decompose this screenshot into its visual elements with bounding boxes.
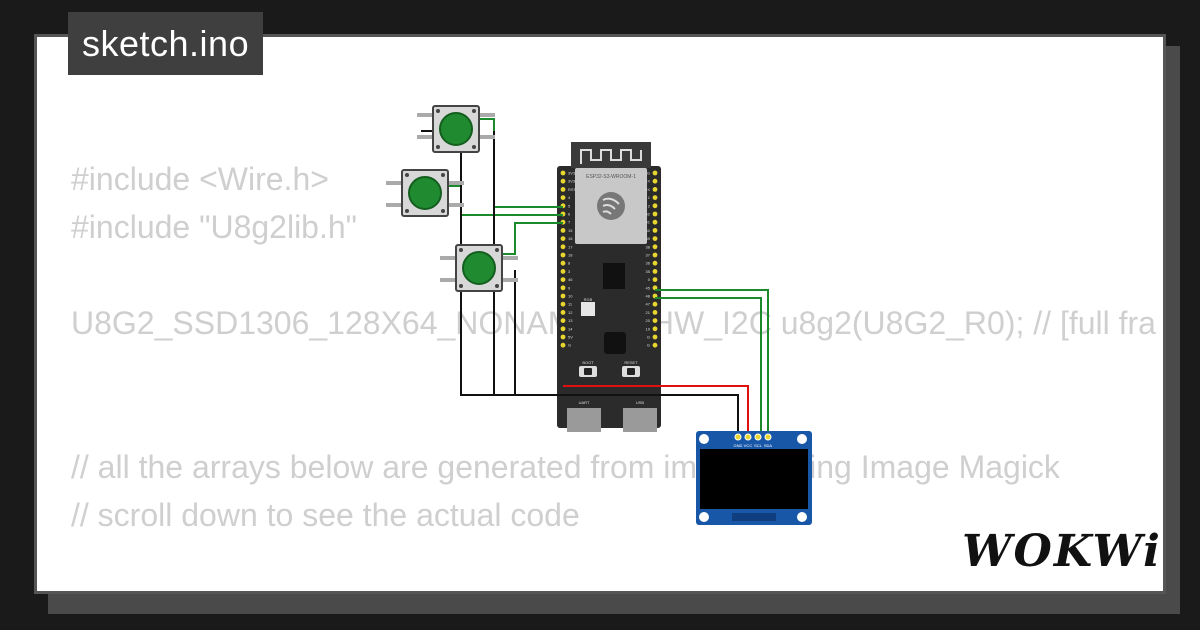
- file-tab[interactable]: sketch.ino: [68, 12, 264, 75]
- code-line: #include <Wire.h>: [71, 161, 329, 197]
- code-line: [71, 251, 1156, 299]
- pushbutton-2[interactable]: [386, 169, 464, 217]
- code-line: const unsigned char epd_bitmap[] PROGMEM…: [71, 587, 1156, 591]
- boot-button[interactable]: [579, 366, 597, 377]
- preview-card: #include <Wire.h> #include "U8g2lib.h" U8G…: [34, 34, 1166, 594]
- code-line: #include "U8g2lib.h": [71, 209, 358, 245]
- code-preview: #include <Wire.h> #include "U8g2lib.h" U8G…: [71, 155, 1156, 591]
- code-line: U8G2_SSD1306_128X64_NONAME_F_HW_I2C u8g2…: [71, 305, 1156, 341]
- code-line: [71, 395, 1156, 443]
- reset-button[interactable]: [622, 366, 640, 377]
- code-line: // all the arrays below are generated fr…: [71, 449, 1060, 485]
- code-line: // scroll down to see the actual code: [71, 497, 580, 533]
- code-line: [71, 347, 1156, 395]
- pushbutton-1[interactable]: [417, 105, 495, 153]
- pushbutton-3[interactable]: [440, 244, 518, 292]
- code-line: [71, 539, 1156, 587]
